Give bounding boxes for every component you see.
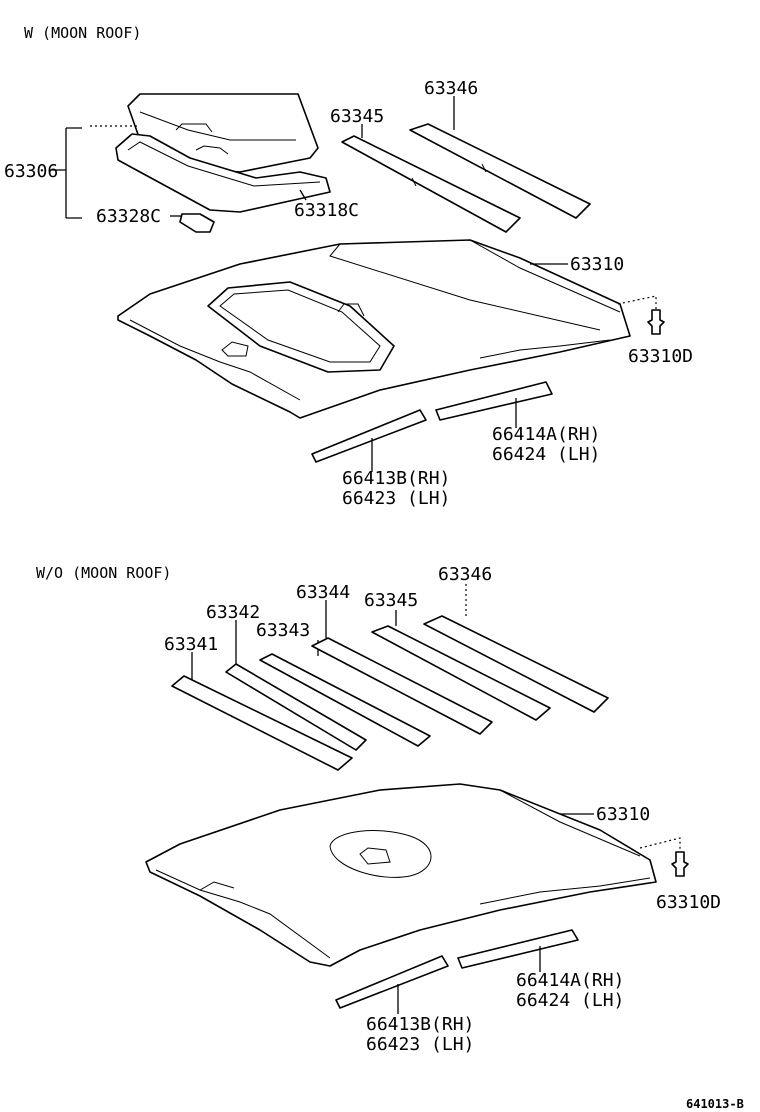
- label-63346-top: 63346: [424, 78, 478, 99]
- label-63342: 63342: [206, 602, 260, 623]
- retainer-66414a-bottom: [457, 929, 579, 969]
- label-63346-bottom: 63346: [438, 564, 492, 585]
- bracket-63306: [50, 127, 82, 219]
- sunshade-assembly: [115, 93, 331, 213]
- retainer-66413b-top: [311, 409, 427, 463]
- label-63345-bottom: 63345: [364, 590, 418, 611]
- label-66424-bottom: 66424 (LH): [516, 990, 624, 1011]
- label-63345-top: 63345: [330, 106, 384, 127]
- label-66414a-bottom: 66414A(RH): [516, 970, 624, 991]
- label-63344: 63344: [296, 582, 350, 603]
- label-63310d-bottom: 63310D: [656, 892, 721, 913]
- headliner-63310-bottom: [145, 783, 657, 967]
- label-66424-top: 66424 (LH): [492, 444, 600, 465]
- label-63306: 63306: [4, 161, 58, 182]
- pad-63342: [225, 663, 367, 751]
- drawing-code: 641013-B: [686, 1097, 744, 1111]
- label-66413b-top: 66413B(RH): [342, 468, 450, 489]
- label-66414a-top: 66414A(RH): [492, 424, 600, 445]
- pad-63345-top: [341, 135, 521, 233]
- pad-63346-top: [409, 123, 591, 219]
- label-66413b-bottom: 66413B(RH): [366, 1014, 474, 1035]
- label-63310-top: 63310: [570, 254, 624, 275]
- pad-63345-bottom: [371, 625, 551, 721]
- leader-63310d-bottom: [639, 837, 681, 852]
- clip-63310d-top: [647, 309, 665, 335]
- retainer-66414a-top: [435, 381, 553, 421]
- retainer-66413b-bottom: [335, 955, 449, 1009]
- label-63318c: 63318C: [294, 200, 359, 221]
- section-header-without-moonroof: W/O (MOON ROOF): [36, 564, 171, 582]
- label-63328c: 63328C: [96, 206, 161, 227]
- pad-63344: [311, 637, 493, 735]
- label-66423-bottom: 66423 (LH): [366, 1034, 474, 1055]
- pad-63343: [259, 653, 431, 747]
- label-66423-top: 66423 (LH): [342, 488, 450, 509]
- pad-63341: [171, 675, 353, 771]
- section-header-with-moonroof: W (MOON ROOF): [24, 24, 141, 42]
- leader-63310d-top: [617, 295, 657, 310]
- label-63310d-top: 63310D: [628, 346, 693, 367]
- pad-63346-bottom: [423, 615, 609, 713]
- headliner-63310-top: [117, 239, 631, 419]
- clip-63310d-bottom: [671, 851, 689, 877]
- clip-63328c: [179, 213, 215, 233]
- leader-63318c: [299, 189, 307, 201]
- label-63341: 63341: [164, 634, 218, 655]
- label-63343: 63343: [256, 620, 310, 641]
- label-63310-bottom: 63310: [596, 804, 650, 825]
